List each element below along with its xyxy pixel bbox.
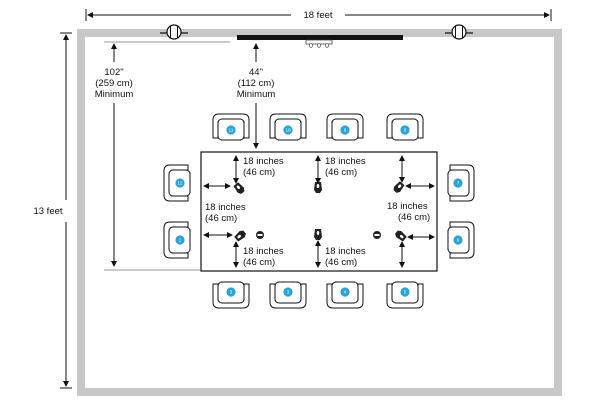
microphone-icon (233, 182, 245, 194)
microphone-icon (314, 182, 322, 193)
seat: 8 (386, 113, 424, 141)
svg-text:(46 cm): (46 cm) (398, 212, 430, 223)
spacing-label: 18 inches (46 cm) (387, 201, 430, 223)
svg-text:(46 cm): (46 cm) (325, 257, 357, 268)
spacing-label: 18 inches (46 cm) (325, 246, 366, 268)
seat-badge (226, 125, 236, 135)
height-dimension: 13 feet (33, 32, 72, 389)
svg-text:18 inches: 18 inches (387, 201, 428, 212)
wall-clearance-metric: (259 cm) (95, 78, 132, 89)
seat: 1 (163, 221, 191, 259)
seat: 5 (386, 281, 424, 309)
svg-text:18 inches: 18 inches (325, 156, 366, 167)
seat-number: 3 (287, 290, 290, 295)
display-clearance-metric: (112 cm) (238, 78, 275, 89)
svg-text:(46 cm): (46 cm) (205, 213, 237, 224)
seat-number: 7 (457, 181, 460, 186)
svg-text:18 inches: 18 inches (243, 246, 284, 257)
microphone-icon (314, 229, 322, 240)
display-clearance-dimension: 44" (112 cm) Minimum (237, 43, 276, 149)
ceiling-speaker-icon (160, 24, 188, 40)
seat: 6 (447, 221, 475, 259)
seats: 11 10 9 8 3 3 4 5 12 1 7 6 (163, 113, 475, 309)
seat: 9 (326, 113, 364, 141)
seat-number: 12 (177, 181, 183, 186)
seat-badge (453, 235, 463, 245)
table-connector-icon (256, 231, 264, 239)
seat-number: 1 (179, 238, 182, 243)
seat-number: 8 (404, 128, 407, 133)
seat-number: 9 (344, 128, 347, 133)
svg-text:18 inches: 18 inches (243, 156, 284, 167)
seat-badge (400, 125, 410, 135)
seat: 3 (269, 281, 307, 309)
seat: 4 (326, 281, 364, 309)
svg-text:18 inches: 18 inches (205, 202, 246, 213)
width-label: 18 feet (303, 10, 332, 21)
spacing-label: 18 inches (46 cm) (205, 202, 246, 224)
microphone-icon (395, 230, 407, 242)
wall-clearance-value: 102" (104, 67, 123, 78)
seat-number: 6 (457, 238, 460, 243)
seat-badge (340, 125, 350, 135)
table-connector-icon (373, 231, 381, 239)
wall-clearance-note: Minimum (95, 89, 134, 100)
svg-text:(46 cm): (46 cm) (325, 167, 357, 178)
spacing-label: 18 inches (46 cm) (325, 156, 366, 178)
spacing-label: 18 inches (46 cm) (243, 156, 284, 178)
seat-number: 5 (404, 290, 407, 295)
height-label: 13 feet (33, 206, 62, 217)
camera-icon (305, 39, 333, 48)
seat-badge (400, 287, 410, 297)
seat-number: 10 (285, 128, 291, 133)
display-clearance-value: 44" (249, 67, 263, 78)
svg-text:18 inches: 18 inches (325, 246, 366, 257)
seat-number: 11 (229, 128, 234, 133)
seat: 11 (212, 113, 250, 141)
seat: 12 (163, 164, 191, 202)
seat-badge (453, 178, 463, 188)
microphone-icon (234, 230, 246, 242)
svg-text:(46 cm): (46 cm) (243, 257, 275, 268)
seat-badge (175, 235, 185, 245)
seat-badge (175, 178, 185, 188)
seat: 3 (212, 281, 250, 309)
seat-badge (283, 125, 293, 135)
microphone-icon (393, 181, 405, 193)
seat-badge (283, 287, 293, 297)
width-dimension: 18 feet (85, 9, 552, 21)
seat: 10 (269, 113, 307, 141)
spacing-label: 18 inches (46 cm) (243, 246, 284, 268)
display-clearance-note: Minimum (237, 89, 276, 100)
seat-badge (340, 287, 350, 297)
seat-number: 3 (230, 290, 233, 295)
ceiling-speaker-icon (445, 24, 473, 40)
seat: 7 (447, 164, 475, 202)
seat-number: 4 (344, 290, 347, 295)
display-screen (237, 35, 403, 40)
svg-text:(46 cm): (46 cm) (243, 167, 275, 178)
wall-clearance-dimension: 102" (259 cm) Minimum (95, 41, 230, 271)
seat-badge (226, 287, 236, 297)
